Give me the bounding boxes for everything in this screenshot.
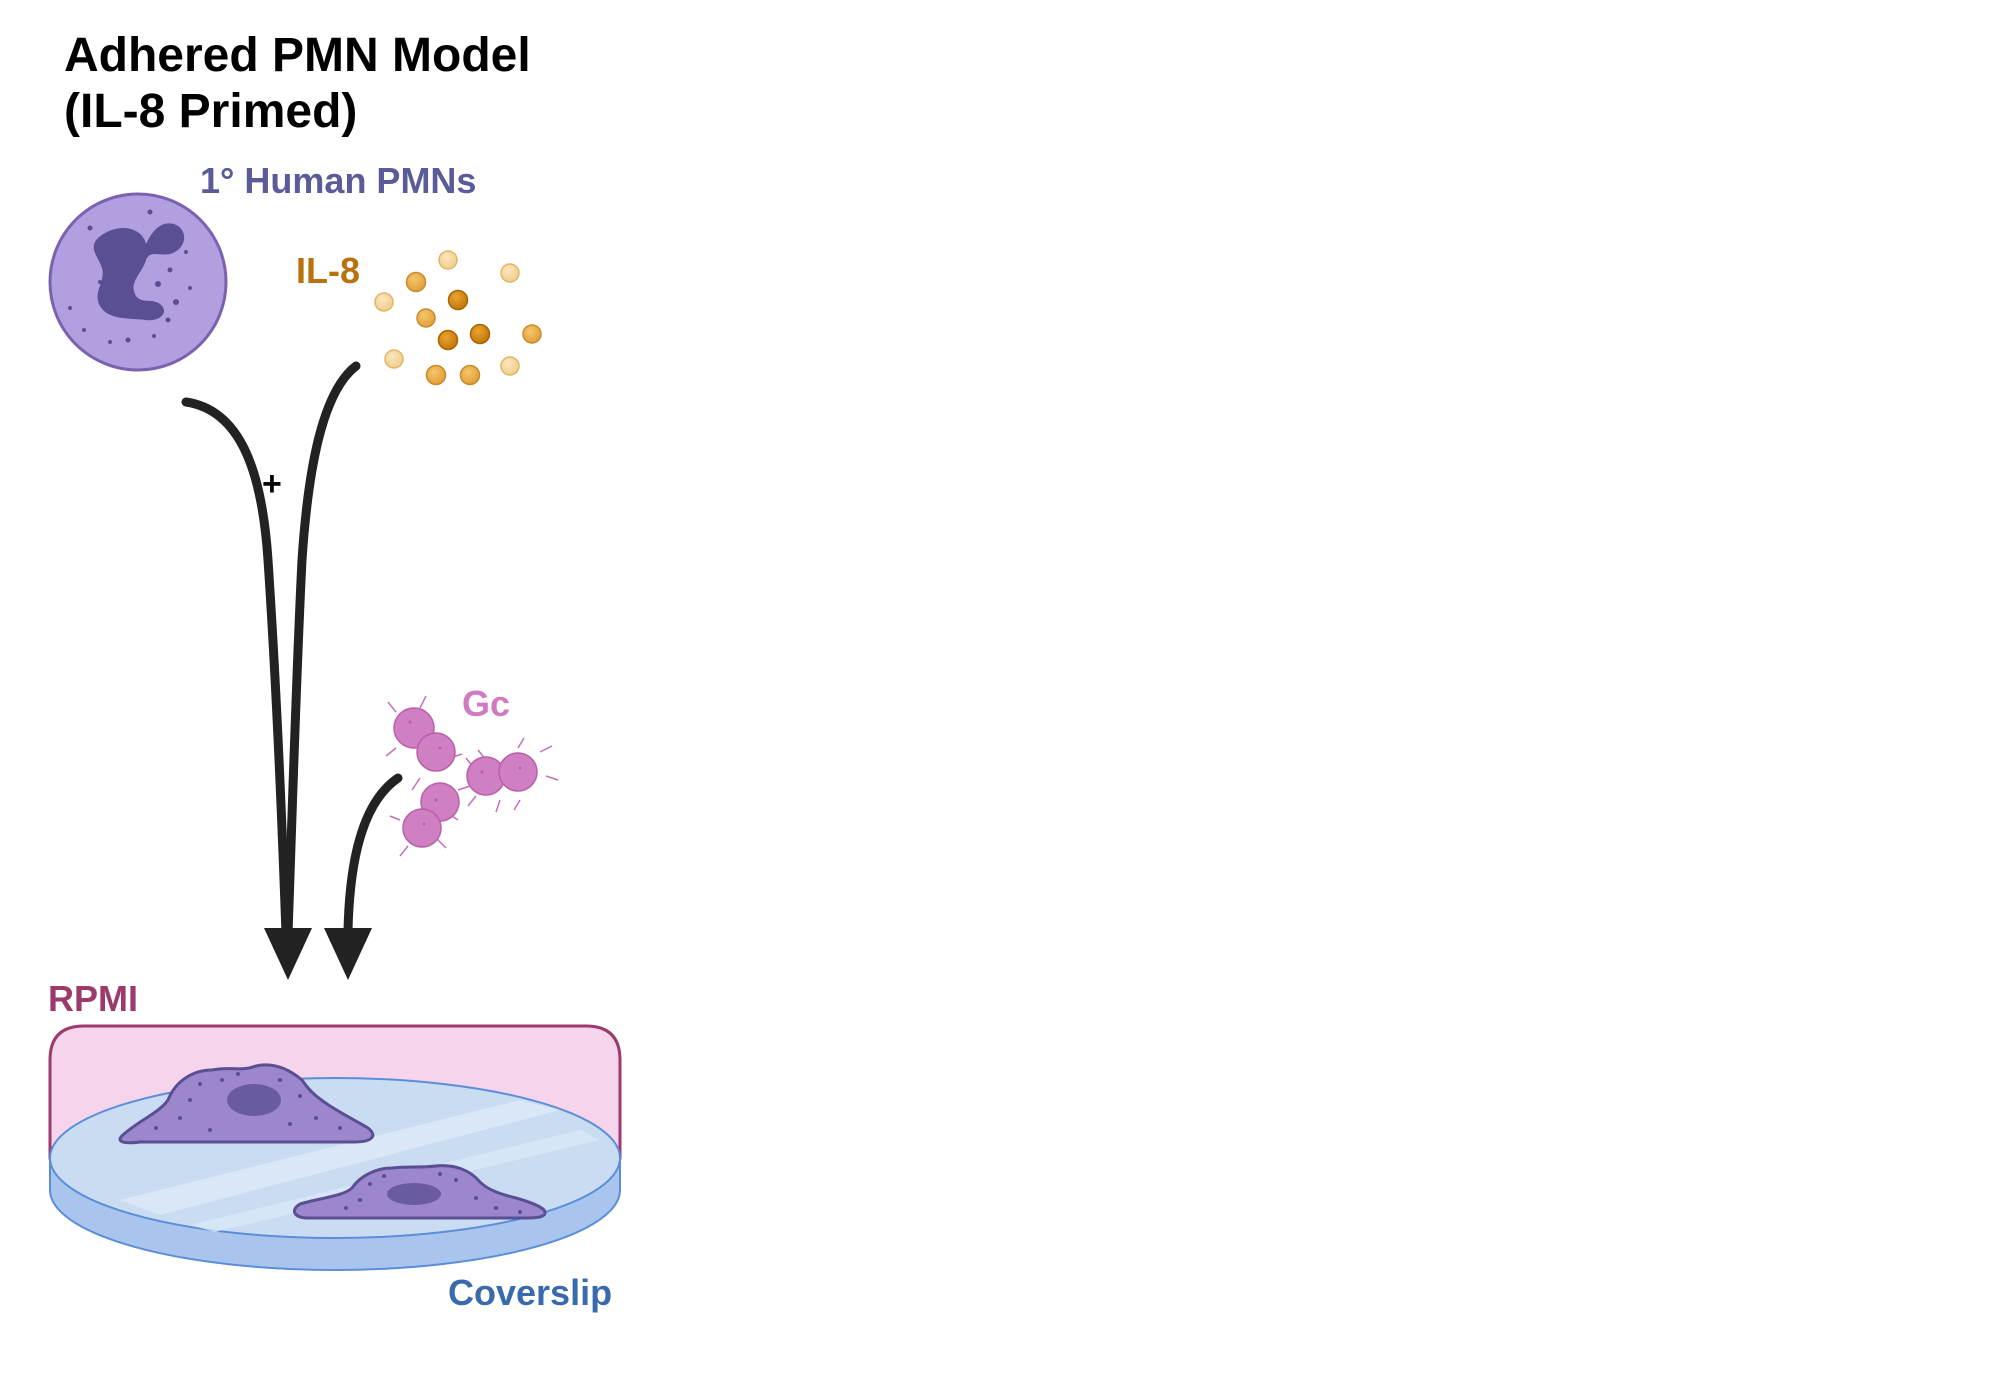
adhered-neutrophil-icon bbox=[118, 1063, 547, 1220]
coverslip-icon bbox=[48, 1024, 622, 1271]
diagram-title: Adhered PMN Model (IL-8 Primed) bbox=[64, 28, 531, 140]
il8-molecule-icon bbox=[374, 250, 542, 386]
title-line-1: Adhered PMN Model bbox=[64, 29, 531, 82]
rpmi-label: RPMI bbox=[48, 978, 138, 1019]
il8-label: IL-8 bbox=[296, 250, 361, 291]
gc-label: Gc bbox=[462, 683, 511, 724]
converging-arrow bbox=[181, 361, 361, 980]
coverslip-label: Coverslip bbox=[448, 1272, 613, 1313]
gc-arrow bbox=[324, 773, 403, 980]
pmn-label: 1° Human PMNs bbox=[200, 160, 477, 201]
neutrophil-icon bbox=[48, 192, 228, 372]
gonococcus-icon bbox=[385, 695, 559, 857]
title-line-2: (IL-8 Primed) bbox=[64, 85, 358, 138]
plus-label: + bbox=[262, 465, 282, 503]
